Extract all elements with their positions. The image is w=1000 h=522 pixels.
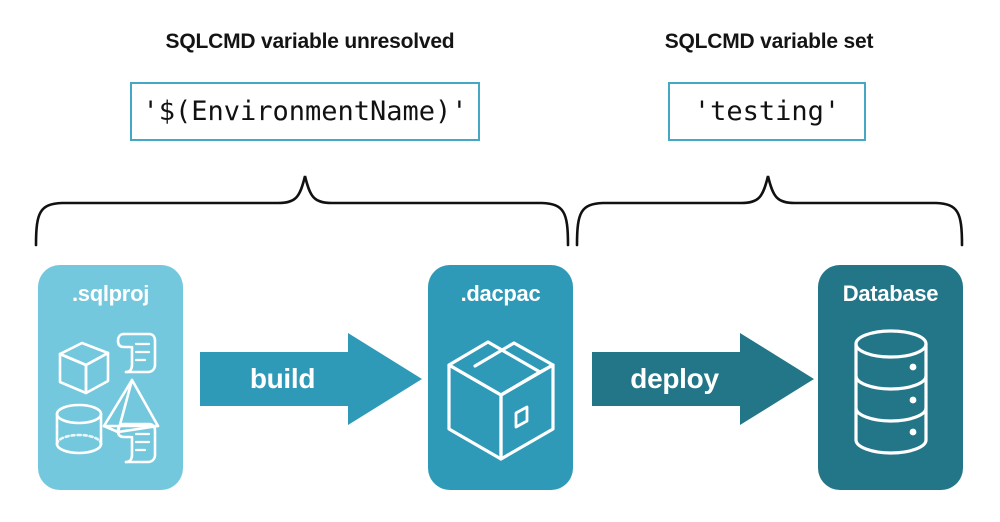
brace-set [575,175,964,247]
node-dacpac-title: .dacpac [460,281,541,306]
group-braces [34,175,964,247]
arrow-deploy: deploy [592,333,814,425]
group-heading-set: SQLCMD variable set [664,30,874,53]
node-sqlproj-title: .sqlproj [71,281,150,306]
group-heading-unresolved: SQLCMD variable unresolved [165,30,455,53]
arrow-build: build [200,333,422,425]
brace-unresolved [34,175,570,247]
cube-icon [58,341,109,394]
pyramid-icon [102,378,159,433]
cylinder-icon [55,403,102,454]
value-box-set: 'testing' [668,82,866,141]
shapes-and-scripts-icon [38,317,183,477]
node-database: Database [818,265,963,490]
arrow-deploy-shape [592,333,814,425]
package-box-icon [428,317,573,477]
arrow-build-shape [200,333,422,425]
node-sqlproj: .sqlproj [38,265,183,490]
node-dacpac: .dacpac [428,265,573,490]
scroll-icon-top [116,332,156,373]
node-database-title: Database [842,281,939,306]
database-cylinder-icon [818,317,963,477]
scroll-icon-bottom [116,422,156,463]
value-box-unresolved: '$(EnvironmentName)' [130,82,480,141]
